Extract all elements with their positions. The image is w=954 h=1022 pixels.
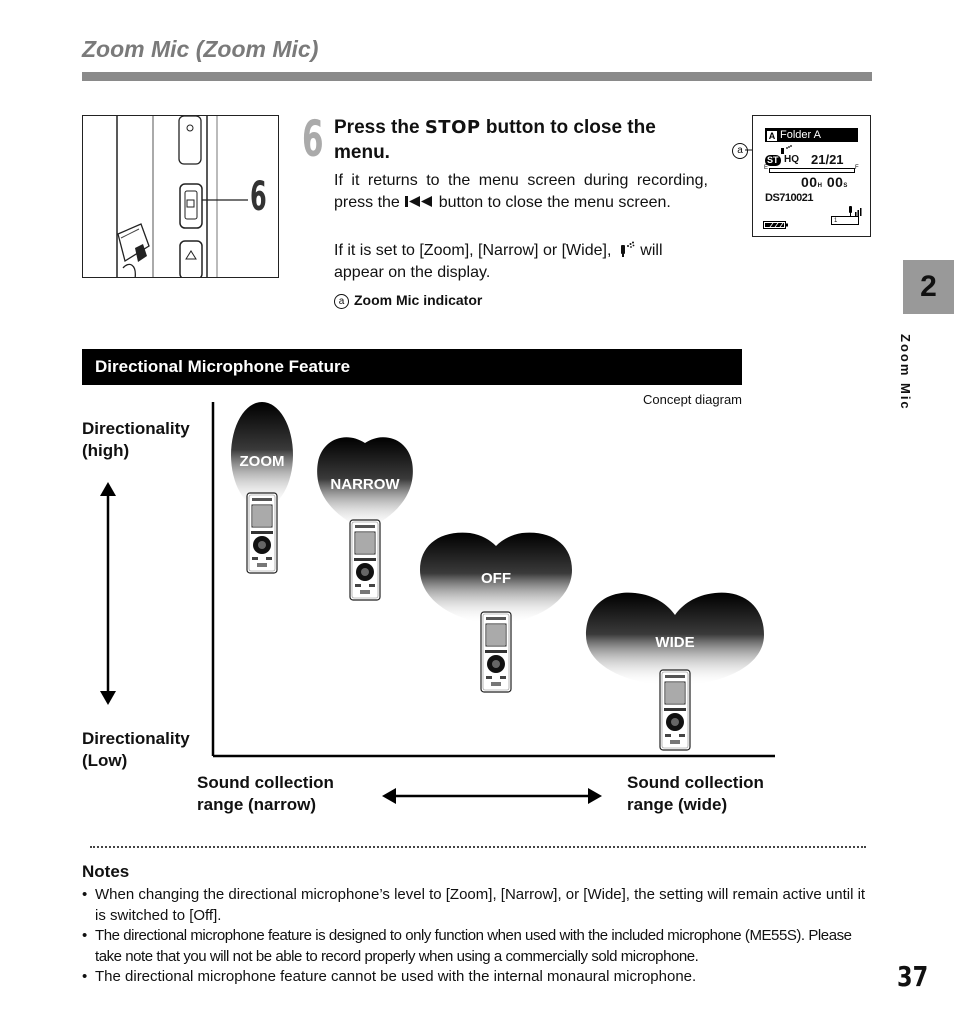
note-item: When changing the directional microphone… bbox=[82, 885, 874, 926]
wide-pickup-lobe bbox=[586, 592, 764, 685]
recorder-side-photo bbox=[82, 115, 279, 278]
notes-title: Notes bbox=[82, 862, 130, 881]
note-item: The directional microphone feature is de… bbox=[82, 926, 874, 967]
directionality-high-line1: Directionality bbox=[82, 419, 190, 438]
directionality-high-line2: (high) bbox=[82, 441, 130, 460]
lcd-callout-a: a bbox=[732, 143, 748, 159]
recorder-zoom bbox=[246, 492, 278, 574]
directionality-high-label: Directionality (high) bbox=[82, 418, 190, 462]
mode-label-wide: WIDE bbox=[655, 634, 694, 651]
directionality-low-line2: (Low) bbox=[82, 751, 128, 770]
chapter-label-text: Zoom Mic bbox=[898, 334, 913, 411]
elapsed-time: 00H 00S bbox=[801, 174, 848, 190]
recorder-narrow bbox=[349, 519, 381, 601]
step-heading: Press the STOP button to close the menu. bbox=[334, 115, 708, 165]
feature-section-heading: Directional Microphone Feature bbox=[82, 349, 742, 385]
recorder-wide bbox=[659, 669, 691, 751]
time-seconds-unit: S bbox=[843, 183, 848, 189]
paragraph-1-tail: button to close the menu screen. bbox=[434, 194, 671, 211]
zoom-pickup-lobe bbox=[231, 402, 293, 508]
stop-keyword: STOP bbox=[424, 117, 481, 138]
horizontal-arrow bbox=[382, 788, 602, 804]
range-wide-line1: Sound collection bbox=[627, 773, 764, 792]
zoom-mic-icon bbox=[779, 143, 793, 161]
lcd-index-box: 1 bbox=[831, 216, 859, 225]
mode-label-narrow: NARROW bbox=[330, 476, 400, 493]
recorder-off bbox=[480, 611, 512, 693]
record-mode: HQ bbox=[784, 154, 799, 165]
range-wide-line2: range (wide) bbox=[627, 795, 728, 814]
vertical-arrow bbox=[100, 482, 116, 705]
time-hours-unit: H bbox=[817, 183, 823, 189]
heading-prefix: Press the bbox=[334, 117, 425, 138]
mode-label-off: OFF bbox=[481, 570, 511, 587]
stereo-badge: ST bbox=[765, 155, 781, 166]
step-paragraph-1: If it returns to the menu screen during … bbox=[334, 170, 708, 214]
heading-suffix: button to close the menu. bbox=[334, 117, 656, 163]
time-minutes: 00 bbox=[826, 174, 844, 190]
scale-left: E bbox=[764, 165, 769, 171]
callout-a-marker: a bbox=[334, 294, 349, 309]
folder-icon: A bbox=[767, 131, 777, 141]
range-wide-label: Sound collection range (wide) bbox=[627, 772, 764, 816]
skip-back-icon bbox=[404, 194, 434, 211]
indicator-caption: a Zoom Mic indicator bbox=[334, 292, 482, 309]
file-count: 21/21 bbox=[811, 152, 844, 167]
indicator-caption-text: Zoom Mic indicator bbox=[354, 292, 483, 308]
scale-right: F bbox=[855, 165, 859, 171]
zoom-mic-indicator-icon bbox=[616, 241, 636, 259]
paragraph-2-tail: will appear on the display. bbox=[334, 242, 663, 281]
notes-list: When changing the directional microphone… bbox=[82, 885, 874, 988]
range-narrow-line1: Sound collection bbox=[197, 773, 334, 792]
narrow-pickup-lobe bbox=[317, 437, 413, 530]
directionality-low-line1: Directionality bbox=[82, 729, 190, 748]
page-title: Zoom Mic (Zoom Mic) bbox=[82, 36, 319, 62]
chapter-tab: 2 bbox=[903, 260, 954, 314]
directionality-low-label: Directionality (Low) bbox=[82, 728, 190, 772]
notes-divider bbox=[90, 846, 866, 848]
range-narrow-label: Sound collection range (narrow) bbox=[197, 772, 334, 816]
mode-label-zoom: ZOOM bbox=[240, 453, 285, 470]
step-number: 6 bbox=[302, 110, 324, 168]
step-paragraph-2: If it is set to [Zoom], [Narrow] or [Wid… bbox=[334, 240, 708, 284]
title-rule bbox=[82, 72, 872, 81]
file-name: DS710021 bbox=[765, 192, 814, 204]
off-pickup-lobe bbox=[420, 532, 572, 623]
folder-name: Folder A bbox=[780, 129, 821, 141]
note-item: The directional microphone feature canno… bbox=[82, 967, 874, 988]
photo-callout-number: 6 bbox=[250, 174, 267, 220]
mic-sensitivity-icon bbox=[848, 204, 862, 222]
range-narrow-line2: range (narrow) bbox=[197, 795, 317, 814]
lcd-progress-bar bbox=[769, 168, 855, 173]
battery-icon bbox=[763, 217, 789, 235]
chapter-label: Zoom Mic bbox=[898, 334, 928, 454]
page-number: 37 bbox=[897, 960, 929, 993]
concept-diagram-label: Concept diagram bbox=[643, 392, 742, 407]
time-hours: 00 bbox=[801, 174, 818, 190]
paragraph-1-text: If it returns to the menu screen during … bbox=[334, 172, 708, 211]
paragraph-2-text: If it is set to [Zoom], [Narrow] or [Wid… bbox=[334, 242, 616, 259]
